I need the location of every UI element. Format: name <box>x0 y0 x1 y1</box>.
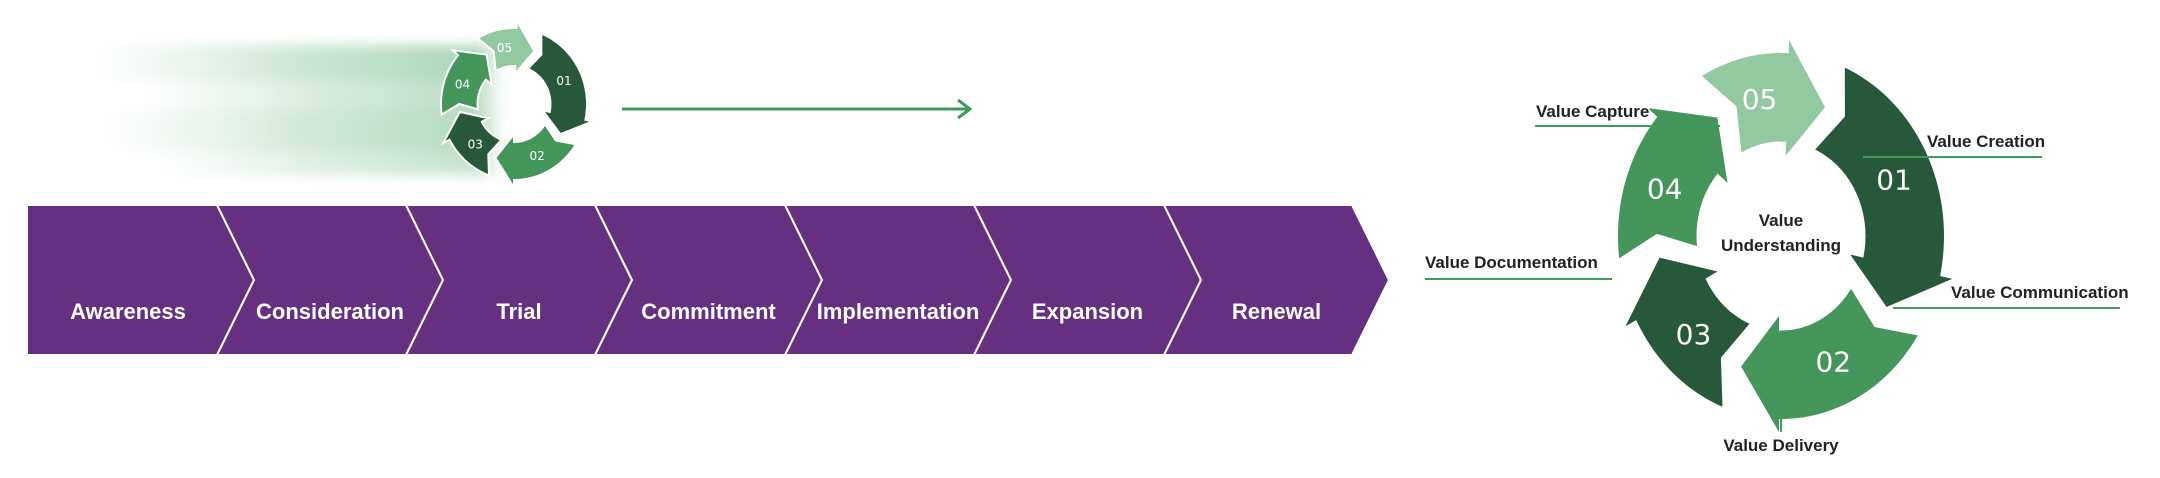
stage-label: Implementation <box>817 299 980 324</box>
stage-label: Trial <box>496 299 541 324</box>
small-number: 01 <box>556 74 571 88</box>
label-value-documentation: Value Documentation <box>1425 253 1598 272</box>
big-number: 04 <box>1647 172 1683 205</box>
stage-chevron <box>1162 204 1391 356</box>
small-arrow-02 <box>494 122 578 192</box>
arrow-right-icon <box>622 98 973 120</box>
motion-streaks <box>90 45 490 175</box>
stage-label: Renewal <box>1232 299 1321 324</box>
stage-label: Commitment <box>641 299 776 324</box>
stage-label: Expansion <box>1032 299 1143 324</box>
big-number: 03 <box>1676 318 1712 351</box>
big-arrow-05 <box>1695 25 1830 168</box>
big-arrow-02 <box>1736 281 1925 447</box>
small-number: 05 <box>497 41 512 55</box>
small-cycle-icon: 01 02 03 04 05 <box>440 17 596 192</box>
small-number: 03 <box>468 138 483 152</box>
center-label-line1: Value <box>1759 211 1803 230</box>
small-arrow-05 <box>475 17 536 77</box>
journey-stages: Awareness Consideration Trial Commitment Imp… <box>26 204 1391 356</box>
big-number: 01 <box>1876 163 1912 196</box>
cycle-callouts <box>1425 125 2120 432</box>
small-number: 04 <box>455 78 470 92</box>
label-value-delivery: Value Delivery <box>1723 436 1839 455</box>
value-cycle-center: Value Understanding <box>1721 211 1841 255</box>
center-label-line2: Understanding <box>1721 236 1841 255</box>
small-arrow-04 <box>440 48 494 117</box>
value-cycle: 01 02 03 04 05 <box>1613 25 1965 447</box>
big-number: 02 <box>1815 346 1851 379</box>
label-value-creation: Value Creation <box>1927 132 2045 151</box>
big-arrow-03 <box>1615 252 1757 413</box>
big-arrow-01 <box>1808 61 1965 312</box>
big-arrow-04 <box>1613 102 1734 266</box>
big-number: 05 <box>1742 83 1778 116</box>
stage-chevron <box>26 204 256 356</box>
small-number: 02 <box>529 149 544 163</box>
small-arrow-03 <box>440 110 504 177</box>
stage-label: Awareness <box>70 299 186 324</box>
small-arrow-01 <box>525 31 596 136</box>
label-value-capture: Value Capture <box>1536 102 1649 121</box>
label-value-communication: Value Communication <box>1951 283 2129 302</box>
stage-label: Consideration <box>256 299 404 324</box>
